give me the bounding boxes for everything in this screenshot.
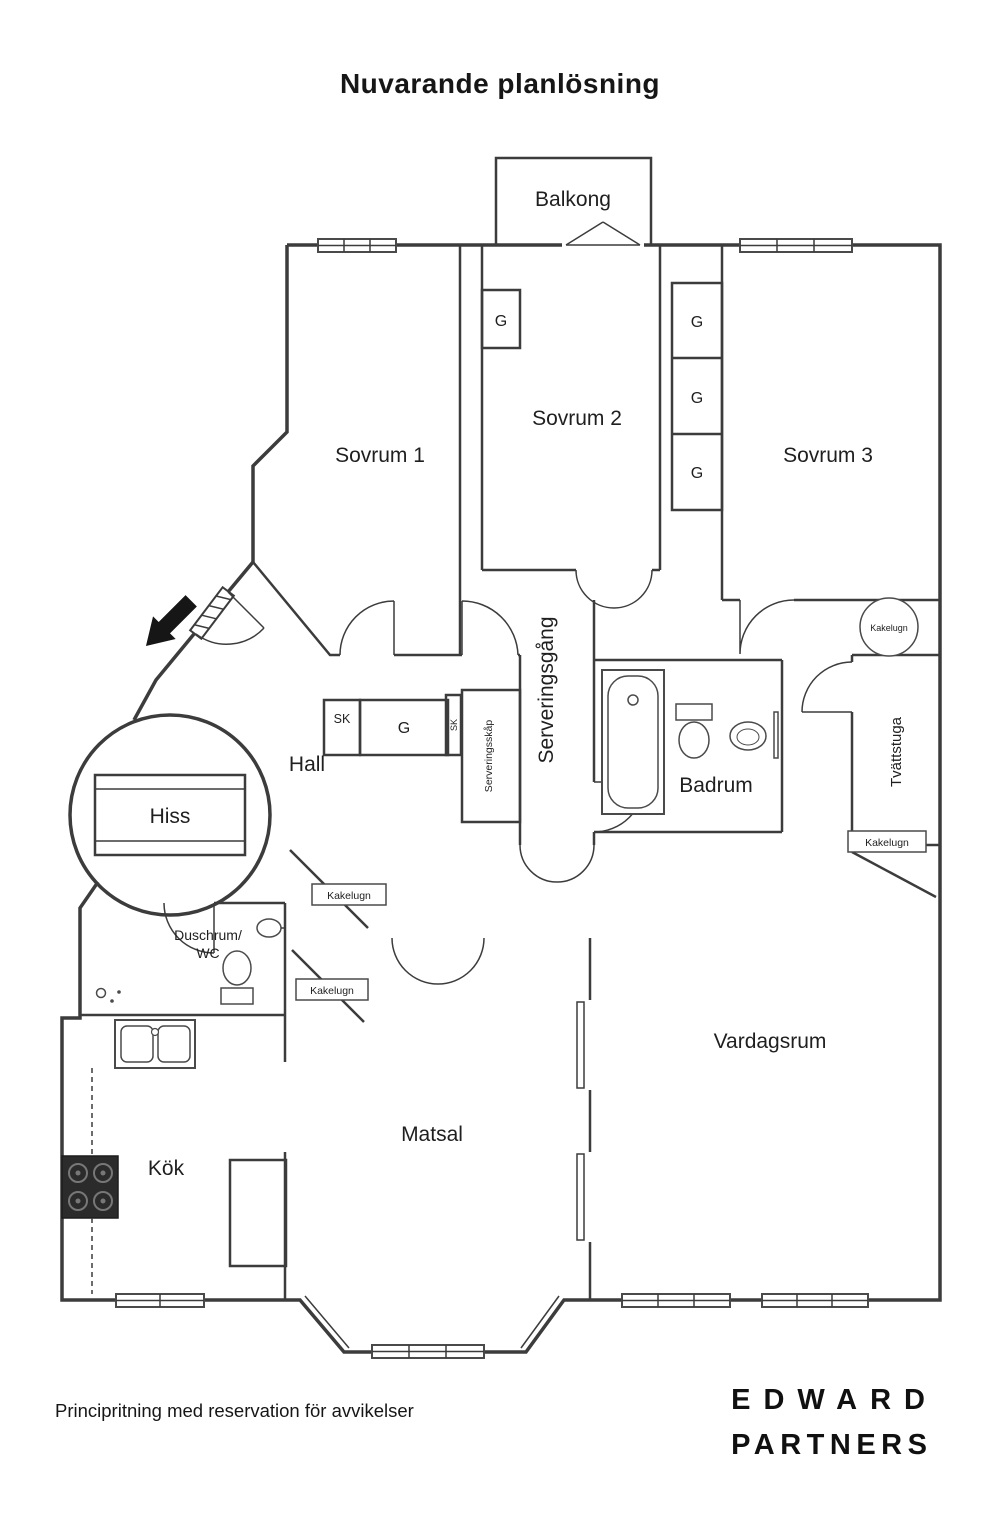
closet-label-serveringsskap: Serveringsskåp [483,720,495,793]
window-bottom-livingroom-1 [621,1293,731,1308]
room-labels: Balkong Sovrum 1 Sovrum 2 Sovrum 3 Serve… [148,188,905,1180]
closet-label-sk-vertical: SK [449,719,459,731]
toilet-badrum [675,703,713,759]
balcony-door-leaves [565,221,641,246]
bathtub [601,669,665,815]
sink-badrum [729,711,779,759]
wardrobe-label-g-3: G [691,465,703,482]
closet-label-sk: SK [334,712,351,726]
showerroom-fixtures [95,918,285,1005]
sink-duschrum [256,918,285,938]
closet-label-g-hall: G [398,720,410,737]
wardrobe-label-g-1: G [691,314,703,331]
kitchen-fixtures [61,1019,196,1294]
bay-windows [304,1295,560,1359]
bathroom-fixtures [601,669,779,815]
window-bottom-livingroom-2 [761,1293,869,1308]
tiled-stoves: Kakelugn Kakelugn Kakelugn Kakelugn [295,597,927,1001]
wardrobe-label-g-2: G [691,390,703,407]
brand-logo: EDWARD PARTNERS [731,1378,938,1468]
room-label-matsal: Matsal [401,1123,463,1146]
toilet-duschrum [220,950,254,1005]
hall-closets: SK G SK Serveringsskåp [322,688,522,824]
kakelugn-label-hall: Kakelugn [327,890,371,902]
room-label-sovrum1: Sovrum 1 [335,444,425,467]
entrance-door [188,585,236,641]
room-label-badrum: Badrum [679,774,753,797]
room-label-hall: Hall [289,753,325,776]
brand-line1: EDWARD [731,1384,938,1416]
room-label-duschrum-line1: Duschrum/ [174,927,242,943]
room-label-hiss: Hiss [150,805,191,828]
kakelugn-label-right: Kakelugn [865,837,909,849]
entrance-arrow-icon [145,595,197,647]
stove [61,1155,119,1219]
doors [163,569,853,985]
room-label-kok: Kök [148,1157,185,1180]
shower-fitting [95,987,121,1003]
windows [115,238,869,1359]
brand-line2: PARTNERS [731,1429,933,1461]
room-label-duschrum-line2: WC [196,945,219,961]
window-top-left [317,238,397,253]
room-label-sovrum3: Sovrum 3 [783,444,873,467]
room-label-tvattstuga: Tvättstuga [888,716,905,787]
kakelugn-label-matsal: Kakelugn [310,985,354,997]
window-top-right [739,238,853,253]
wardrobes: G G G G [480,288,703,482]
disclaimer-text: Principritning med reservation för avvik… [55,1400,414,1421]
kakelugn-label-circle: Kakelugn [870,623,908,633]
room-label-sovrum2: Sovrum 2 [532,407,622,430]
room-label-serveringsgang: Serveringsgång [535,616,558,763]
room-label-balkong: Balkong [535,188,611,211]
page-title: Nuvarande planlösning [339,68,661,99]
room-label-vardagsrum: Vardagsrum [714,1030,827,1053]
exterior-walls [60,243,942,1354]
wardrobe-label-g-sovrum2: G [495,313,507,330]
interior-walls [80,245,940,1300]
kitchen-sink [114,1019,196,1069]
entrance [145,585,236,647]
window-kitchen [115,1293,205,1308]
elevator: Hiss [68,713,272,917]
